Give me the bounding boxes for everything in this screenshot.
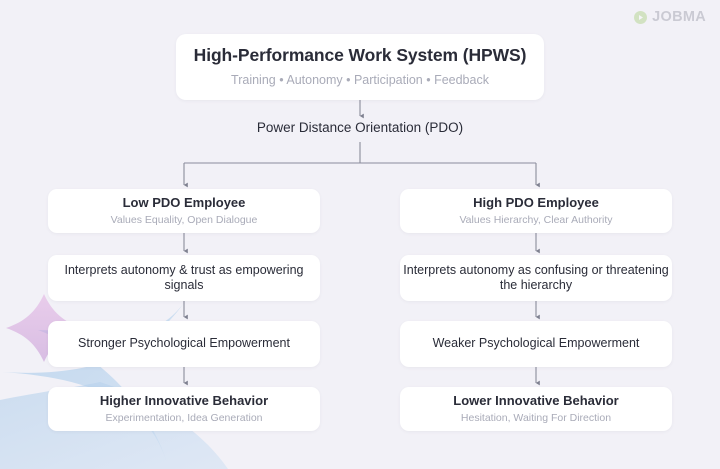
node-left-interpretation: Interprets autonomy & trust as empowerin… [48, 255, 320, 301]
node-title: Lower Innovative Behavior [453, 393, 619, 408]
node-title: Weaker Psychological Empowerment [432, 336, 640, 351]
node-subtitle: Experimentation, Idea Generation [105, 411, 263, 424]
node-subtitle: Values Hierarchy, Clear Authority [459, 213, 613, 226]
node-subtitle: Values Equality, Open Dialogue [110, 213, 258, 226]
node-left-outcome: Higher Innovative Behavior Experimentati… [48, 387, 320, 431]
node-title: High-Performance Work System (HPWS) [193, 45, 527, 66]
node-left-empowerment: Stronger Psychological Empowerment [48, 321, 320, 367]
brand-name: JOBMA [652, 9, 706, 25]
node-right-outcome: Lower Innovative Behavior Hesitation, Wa… [400, 387, 672, 431]
node-right-interpretation: Interprets autonomy as confusing or thre… [400, 255, 672, 301]
play-circle-icon [634, 10, 648, 24]
node-pdo-moderator: Power Distance Orientation (PDO) [256, 120, 464, 135]
node-title: Low PDO Employee [122, 195, 246, 210]
node-title: Stronger Psychological Empowerment [78, 336, 290, 351]
node-subtitle: Training • Autonomy • Participation • Fe… [231, 73, 489, 88]
node-high-pdo-employee: High PDO Employee Values Hierarchy, Clea… [400, 189, 672, 233]
node-title: Higher Innovative Behavior [99, 393, 269, 408]
node-hpws-root: High-Performance Work System (HPWS) Trai… [176, 34, 544, 100]
node-right-empowerment: Weaker Psychological Empowerment [400, 321, 672, 367]
node-subtitle: Hesitation, Waiting For Direction [460, 411, 612, 424]
node-low-pdo-employee: Low PDO Employee Values Equality, Open D… [48, 189, 320, 233]
node-title: Interprets autonomy as confusing or thre… [403, 262, 669, 292]
node-title: High PDO Employee [473, 195, 599, 210]
node-title: Interprets autonomy & trust as empowerin… [64, 262, 304, 292]
brand-logo: JOBMA [634, 9, 706, 25]
